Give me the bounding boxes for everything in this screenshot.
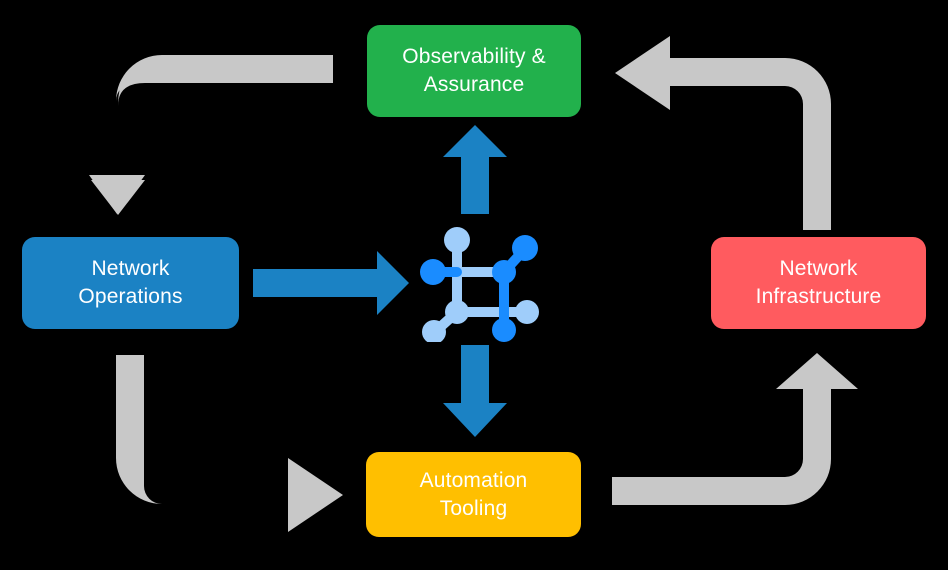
topology-node-right xyxy=(515,300,539,324)
topology-node-left xyxy=(420,259,446,285)
topology-node-bottom-left-hub xyxy=(445,300,469,324)
topology-nodes-primary xyxy=(420,235,538,342)
topology-nodes-secondary xyxy=(422,227,539,342)
flow-arrow-center-to-automation xyxy=(443,345,507,437)
topology-node-top xyxy=(444,227,470,253)
flow-arrow-automation-to-infrastructure xyxy=(612,353,858,505)
node-observability-label: Observability & Assurance xyxy=(402,45,546,96)
node-operations-label: Network Operations xyxy=(78,257,183,308)
node-automation-tooling[interactable]: Automation Tooling xyxy=(366,452,581,537)
topology-node-bottom xyxy=(492,318,516,342)
topology-node-upper-right xyxy=(512,235,538,261)
node-observability-assurance[interactable]: Observability & Assurance xyxy=(367,25,581,117)
flow-arrow-center-to-observability xyxy=(443,125,507,214)
node-network-operations[interactable]: Network Operations xyxy=(22,237,239,329)
flow-arrow-observability-to-operations xyxy=(89,55,333,214)
topology-node-lower-left xyxy=(422,320,446,342)
flow-arrow-operations-to-center xyxy=(253,251,409,315)
flow-arrow-operations-to-automation xyxy=(116,355,343,532)
node-infrastructure-label: Network Infrastructure xyxy=(755,257,882,308)
flow-arrow-infrastructure-to-observability xyxy=(615,36,831,230)
node-automation-label: Automation Tooling xyxy=(419,468,528,520)
topology-node-top-right-hub xyxy=(492,260,516,284)
network-topology-icon xyxy=(420,227,539,342)
node-network-infrastructure[interactable]: Network Infrastructure xyxy=(711,237,926,329)
